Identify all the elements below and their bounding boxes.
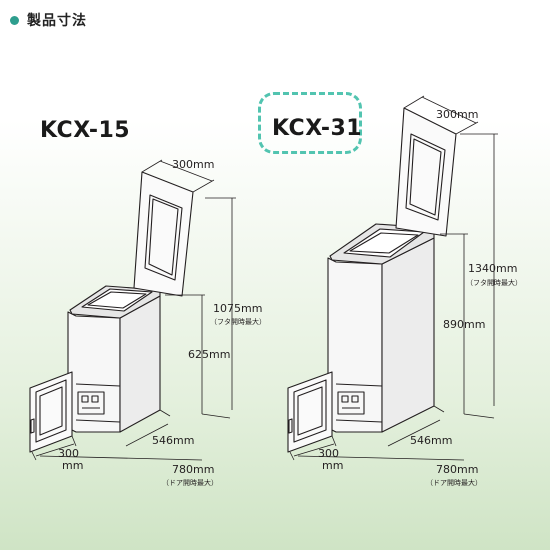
model-label-kcx31: KCX-31 bbox=[272, 116, 363, 141]
kcx15-cabinet-illustration bbox=[29, 171, 194, 453]
kcx31-cabinet-illustration bbox=[287, 107, 457, 453]
kcx15-depth-door-open-note: （ドア開時最大） bbox=[162, 479, 218, 487]
kcx31-lid-width: 300mm bbox=[436, 108, 479, 121]
kcx15-dimension-lines bbox=[31, 159, 236, 461]
kcx15-height-lid-open: 1075mm bbox=[213, 302, 263, 315]
kcx31-depth-door-open: 780mm bbox=[436, 463, 479, 476]
kcx15-door-width-number: 300 bbox=[58, 447, 79, 460]
bullet-icon bbox=[10, 15, 19, 25]
kcx15-door-width-unit: mm bbox=[62, 459, 84, 472]
kcx15-lid-width: 300mm bbox=[172, 158, 215, 171]
kcx15-depth: 546mm bbox=[152, 434, 195, 447]
featured-model-badge bbox=[258, 92, 362, 154]
kcx31-height-lid-open-note: （フタ開時最大） bbox=[466, 279, 522, 287]
kcx31-body-height: 890mm bbox=[443, 318, 486, 331]
kcx31-depth-door-open-note: （ドア開時最大） bbox=[426, 479, 482, 487]
section-header: 製品寸法 bbox=[10, 8, 87, 32]
kcx31-depth: 546mm bbox=[410, 434, 453, 447]
kcx15-depth-door-open: 780mm bbox=[172, 463, 215, 476]
model-label-kcx15: KCX-15 bbox=[40, 118, 131, 143]
kcx31-height-lid-open: 1340mm bbox=[468, 262, 518, 275]
kcx31-door-width-unit: mm bbox=[322, 459, 344, 472]
kcx31-dimension-lines bbox=[289, 95, 498, 461]
kcx15-height-lid-open-note: （フタ開時最大） bbox=[210, 318, 266, 326]
kcx15-body-height: 625mm bbox=[188, 348, 231, 361]
section-title: 製品寸法 bbox=[27, 13, 87, 29]
kcx31-door-width-number: 300 bbox=[318, 447, 339, 460]
